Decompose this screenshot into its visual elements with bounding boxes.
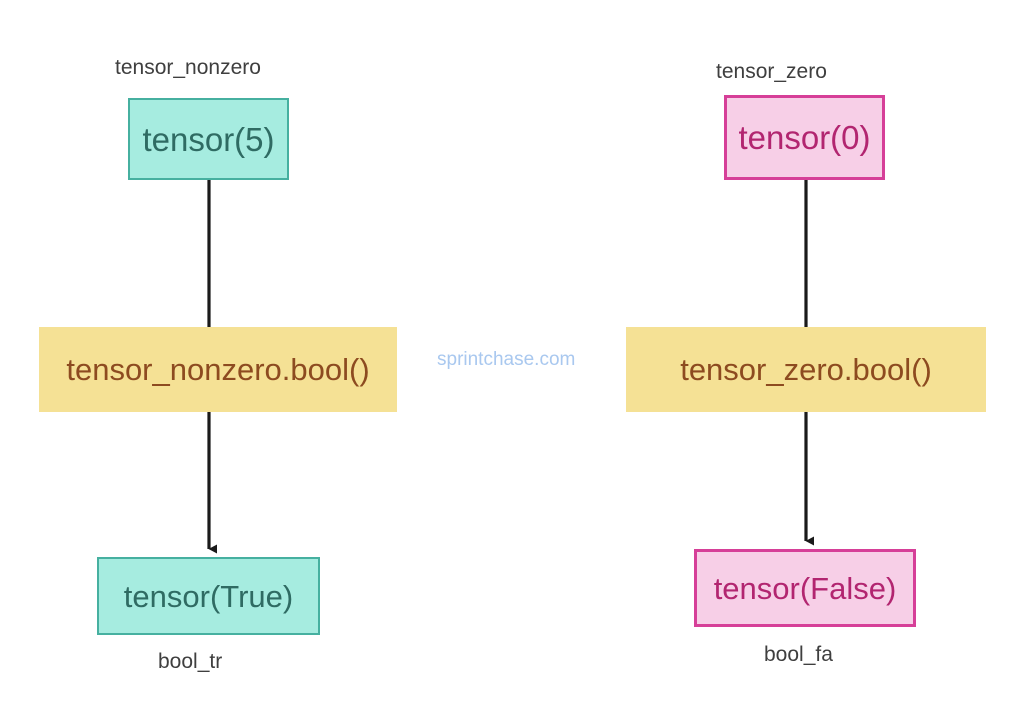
node-tensor-nonzero-bool-call[interactable]: tensor_nonzero.bool() — [39, 327, 397, 412]
watermark: sprintchase.com — [437, 349, 576, 370]
node-tensor-0[interactable]: tensor(0) — [724, 95, 885, 180]
node-tensor-5[interactable]: tensor(5) — [128, 98, 289, 180]
variable-label-bool-fa: bool_fa — [764, 643, 833, 666]
variable-label-tensor-zero: tensor_zero — [716, 60, 827, 83]
node-tensor-false[interactable]: tensor(False) — [694, 549, 916, 627]
node-tensor-true[interactable]: tensor(True) — [97, 557, 320, 635]
node-tensor-zero-bool-call[interactable]: tensor_zero.bool() — [626, 327, 986, 412]
variable-label-bool-tr: bool_tr — [158, 650, 223, 673]
variable-label-tensor-nonzero: tensor_nonzero — [115, 56, 261, 79]
